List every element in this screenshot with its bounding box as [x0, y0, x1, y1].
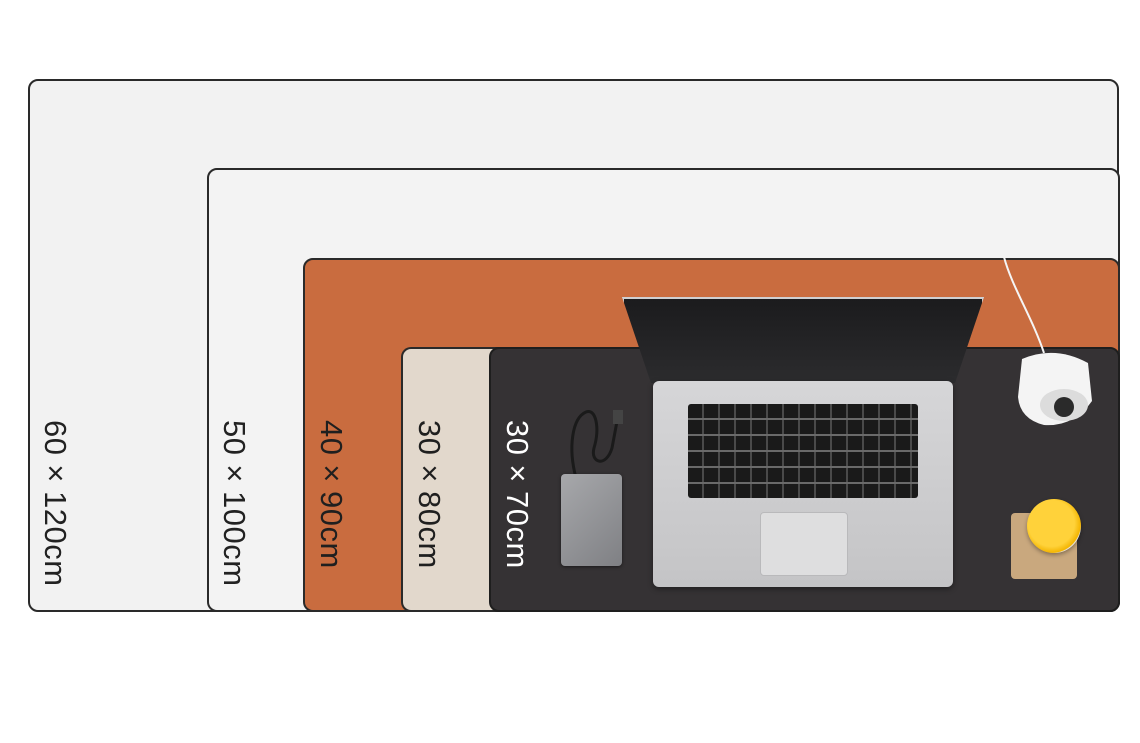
- size-label-30x80: 30×80cm: [412, 420, 447, 569]
- juice-cup-icon: [1027, 499, 1081, 553]
- laptop-keyboard: [688, 404, 918, 498]
- desk-lamp-icon: [1018, 352, 1092, 426]
- desk-mat-30x80: [401, 347, 501, 612]
- laptop-trackpad: [760, 512, 848, 576]
- size-label-60x120: 60×120cm: [38, 420, 73, 587]
- external-drive-icon: [561, 474, 622, 566]
- usb-cable-icon: [570, 410, 623, 479]
- size-label-40x90: 40×90cm: [314, 420, 349, 569]
- size-label-30x70: 30×70cm: [500, 420, 535, 569]
- lamp-cord: [1003, 257, 1045, 353]
- size-label-50x100: 50×100cm: [217, 420, 252, 587]
- laptop-screen: [622, 297, 984, 383]
